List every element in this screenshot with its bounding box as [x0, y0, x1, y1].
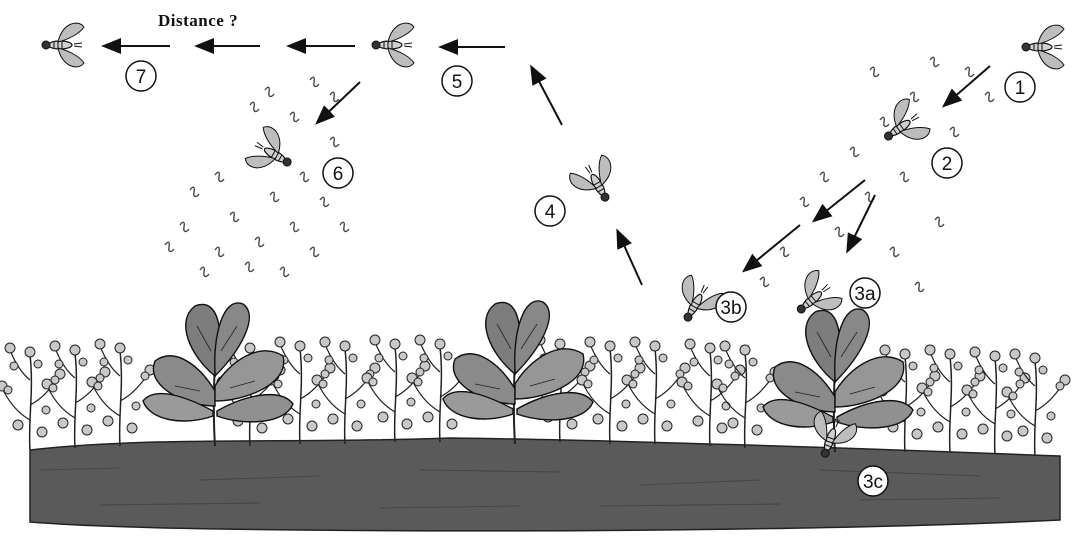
- svg-text:3c: 3c: [863, 472, 883, 493]
- svg-text:7: 7: [136, 67, 147, 88]
- distance-label: Distance ?: [158, 11, 238, 30]
- stage-label-1: 1: [1005, 72, 1035, 102]
- fly-stage-1: [1022, 25, 1064, 69]
- svg-text:3a: 3a: [854, 284, 876, 305]
- arrow-2-3b: [815, 180, 865, 220]
- fly-stage-5: [372, 23, 414, 67]
- svg-text:5: 5: [452, 72, 463, 93]
- stage-label-6: 6: [323, 158, 353, 188]
- stage-label-2: 2: [932, 148, 962, 178]
- fly-stage-2: [873, 96, 933, 156]
- stage-label-3c: 3c: [858, 466, 888, 496]
- svg-text:6: 6: [333, 164, 344, 185]
- arrow-5-6: [318, 82, 360, 122]
- arrow-4-5: [532, 68, 562, 125]
- arrow-2-3b-b: [745, 225, 800, 270]
- stage-label-3a: 3a: [850, 278, 880, 308]
- stage-label-4: 4: [535, 196, 565, 226]
- fly-stage-6: [243, 124, 301, 183]
- svg-text:4: 4: [545, 202, 556, 223]
- stage-label-3b: 3b: [716, 292, 746, 322]
- arrow-3b-4: [618, 232, 642, 285]
- stage-label-5: 5: [442, 66, 472, 96]
- svg-text:2: 2: [942, 154, 953, 175]
- fly-stage-4: [567, 153, 626, 211]
- svg-text:3b: 3b: [720, 298, 741, 319]
- svg-text:1: 1: [1015, 78, 1026, 99]
- arrow-2-3a: [848, 195, 875, 250]
- flight-arrows: [105, 46, 990, 285]
- odor-plume-left: [165, 77, 349, 276]
- cabbage-plant-1: [143, 303, 293, 446]
- stage-label-7: 7: [126, 61, 156, 91]
- fly-stage-7: [42, 23, 84, 67]
- arrow-1-2: [945, 66, 990, 105]
